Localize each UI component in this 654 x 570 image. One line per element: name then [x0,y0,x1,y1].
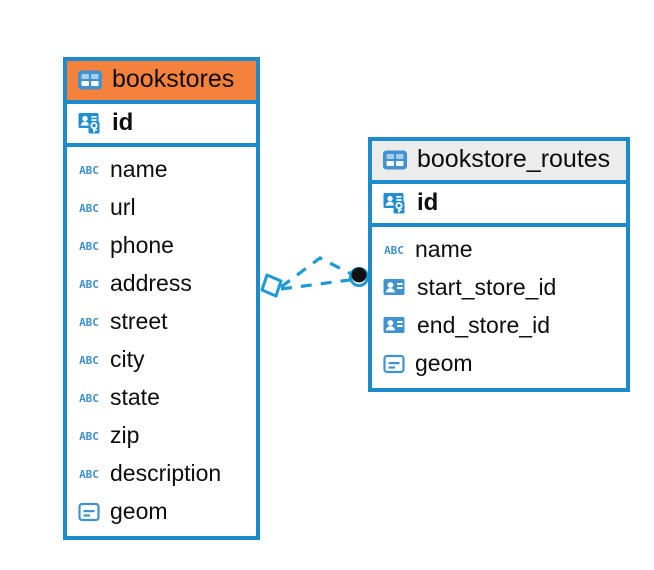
field-label: description [110,460,222,486]
field-row[interactable]: ABC state [67,379,256,417]
field-row-primary-key[interactable]: id [372,183,626,227]
field-label: address [110,270,192,296]
foreign-key-icon [382,276,408,300]
table-icon [382,147,408,173]
table-icon [77,67,103,93]
entity-title: bookstore_routes [417,145,611,173]
field-row[interactable]: ABC zip [67,417,256,455]
abc-text-icon: ABC [77,236,101,256]
field-label: start_store_id [417,274,557,300]
field-row[interactable]: end_store_id [372,307,626,345]
field-row[interactable]: geom [67,493,256,531]
abc-text-icon: ABC [77,388,101,408]
field-label: state [110,384,160,410]
field-row[interactable]: ABC description [67,455,256,493]
field-label: url [110,194,136,220]
entity-header-bookstores[interactable]: bookstores [67,61,256,104]
abc-text-icon: ABC [77,198,101,218]
field-row[interactable]: ABC city [67,341,256,379]
field-list-bookstores: ABC name ABC url ABC pho [67,147,256,536]
svg-text:ABC: ABC [79,202,99,215]
field-row[interactable]: geom [372,345,626,383]
filled-circle-endpoint-icon [349,267,369,287]
abc-text-icon: ABC [77,312,101,332]
abc-text-icon: ABC [77,160,101,180]
svg-text:ABC: ABC [79,392,99,405]
open-diamond-endpoint-icon [260,273,283,298]
entity-bookstores[interactable]: bookstores id [63,57,260,540]
svg-text:ABC: ABC [79,278,99,291]
abc-text-icon: ABC [77,426,101,446]
field-label: name [415,236,473,262]
entity-title: bookstores [112,65,235,93]
relationship-branch-lower [280,277,358,291]
field-row[interactable]: start_store_id [372,269,626,307]
field-row[interactable]: ABC url [67,189,256,227]
svg-text:ABC: ABC [79,316,99,329]
field-label: street [110,308,168,334]
primary-key-icon [382,190,408,216]
field-label: city [110,346,145,372]
abc-text-icon: ABC [77,350,101,370]
abc-text-icon: ABC [382,240,406,260]
field-label: geom [415,350,473,376]
field-row[interactable]: ABC phone [67,227,256,265]
svg-text:ABC: ABC [79,164,99,177]
abc-text-icon: ABC [77,274,101,294]
field-label: phone [110,232,174,258]
primary-key-icon [77,110,103,136]
field-label: id [417,188,439,216]
field-row[interactable]: ABC name [67,151,256,189]
field-label: geom [110,498,168,524]
geometry-icon [77,500,101,524]
geometry-icon [382,352,406,376]
entity-bookstore-routes[interactable]: bookstore_routes id [368,137,630,392]
svg-text:ABC: ABC [79,354,99,367]
relationship-branch-upper [280,256,358,289]
field-row[interactable]: ABC name [372,231,626,269]
field-label: end_store_id [417,312,550,338]
svg-text:ABC: ABC [79,468,99,481]
field-row-primary-key[interactable]: id [67,103,256,147]
field-label: name [110,156,168,182]
field-label: id [112,108,134,136]
abc-text-icon: ABC [77,464,101,484]
foreign-key-icon [382,314,408,338]
field-row[interactable]: ABC street [67,303,256,341]
svg-text:ABC: ABC [79,240,99,253]
entity-header-bookstore-routes[interactable]: bookstore_routes [372,141,626,184]
svg-text:ABC: ABC [384,244,404,257]
field-row[interactable]: ABC address [67,265,256,303]
svg-text:ABC: ABC [79,430,99,443]
field-list-bookstore-routes: ABC name start_store_id [372,227,626,388]
field-label: zip [110,422,140,448]
